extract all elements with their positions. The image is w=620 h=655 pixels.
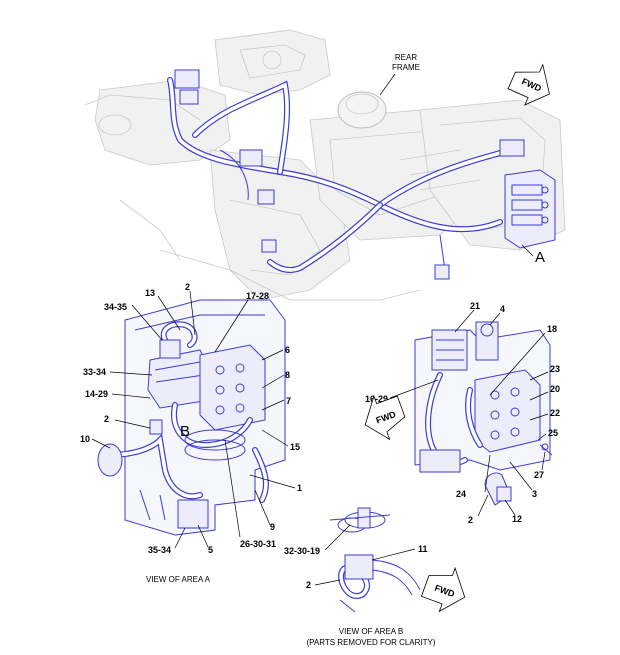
label-v-21: 21 (470, 301, 480, 311)
label-b-11: 11 (418, 544, 428, 554)
label-a-26-30-31: 26-30-31 (240, 539, 276, 549)
label-a-9: 9 (270, 522, 275, 532)
fwd-arrow-area-b: FWD (420, 566, 466, 613)
label-a-5: 5 (208, 545, 213, 555)
label-a-10: 10 (80, 434, 90, 444)
valve-detail-assembly (414, 321, 553, 506)
machine-frame-outline (84, 29, 566, 301)
area-b-assembly (329, 507, 421, 613)
label-a-14-29: 14-29 (85, 389, 108, 399)
label-a-7: 7 (286, 396, 291, 406)
label-b-2: 2 (306, 580, 311, 590)
area-a-callout: A (535, 249, 545, 266)
area-a-leaders (91, 290, 296, 549)
label-v-24: 24 (456, 489, 466, 499)
label-a-17-28: 17-28 (246, 291, 269, 301)
label-a-15: 15 (290, 442, 300, 452)
label-a-1: 1 (297, 483, 302, 493)
label-v-25: 25 (548, 428, 558, 438)
label-v-3: 3 (532, 489, 537, 499)
fwd-arrow-top: FWD (507, 63, 550, 106)
area-a-caption: VIEW OF AREA A (146, 575, 211, 584)
area-b-caption-line1: VIEW OF AREA B (339, 627, 403, 636)
valve-detail-leaders (389, 309, 549, 517)
rear-frame-label-line2: FRAME (392, 63, 420, 72)
area-b-caption-line2: (PARTS REMOVED FOR CLARITY) (306, 638, 435, 647)
label-v-23: 23 (550, 364, 560, 374)
label-v-16-29: 16-29 (365, 394, 388, 404)
label-v-2: 2 (468, 515, 473, 525)
label-v-22: 22 (550, 408, 560, 418)
area-b-callout: B (180, 423, 190, 440)
label-a-13: 13 (145, 288, 155, 298)
label-b-32-30-19: 32-30-19 (284, 546, 320, 556)
fwd-arrow-valve: FWD (364, 394, 406, 441)
rear-frame-label-line1: REAR (395, 53, 417, 62)
label-v-4: 4 (500, 304, 505, 314)
wiring-harness (167, 69, 525, 280)
label-v-27: 27 (534, 470, 544, 480)
label-v-12: 12 (512, 514, 522, 524)
label-a-2-mid: 2 (104, 414, 109, 424)
label-a-34-35: 34-35 (104, 302, 127, 312)
label-v-18: 18 (547, 324, 557, 334)
label-a-33-34: 33-34 (83, 367, 106, 377)
area-b-leaders (314, 524, 416, 586)
label-a-6: 6 (285, 345, 290, 355)
area-a-valve-block (504, 169, 556, 249)
label-a-2-top: 2 (185, 282, 190, 292)
label-a-35-34: 35-34 (148, 545, 171, 555)
area-a-assembly (97, 299, 286, 536)
label-v-20: 20 (550, 384, 560, 394)
label-a-8: 8 (285, 370, 290, 380)
